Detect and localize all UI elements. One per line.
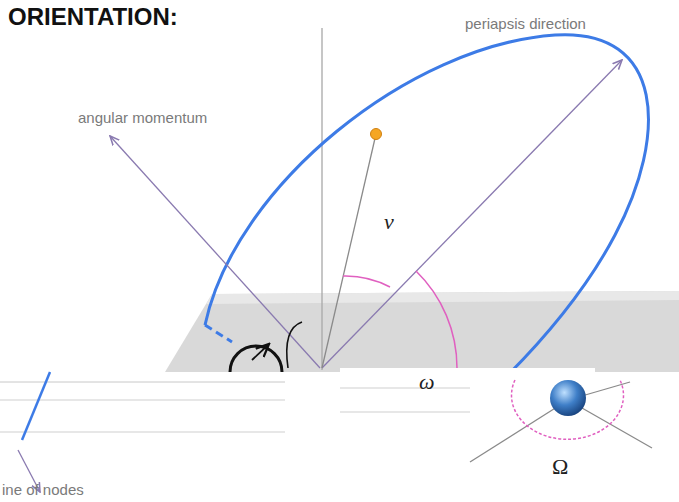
plane-line [0,382,285,383]
axis-label: ine of nodes [2,482,84,499]
inclination-arc [287,322,302,368]
periapsis-vector [322,60,622,368]
angular-momentum-vector [110,136,320,368]
node-circle [230,346,282,372]
earth-globe [550,380,586,416]
axis-label: periapsis direction [465,16,586,33]
radius-line [322,134,376,368]
white-patch [340,368,595,430]
plane-line [0,432,285,433]
orbit-hidden-part [205,325,232,342]
plane-line [340,412,470,413]
reference-plane [165,291,679,372]
plane-line [0,400,285,401]
angle-label: ω [419,370,435,394]
vertical-axis [321,28,322,370]
reference-line [470,400,568,462]
axis-label: angular momentum [78,110,207,127]
true-anomaly-arc [343,276,390,287]
node-longitude-arc [512,380,624,439]
diagram-title: ORIENTATION: [8,4,178,30]
plane-line [340,388,470,389]
angle-label: Ω [552,455,568,479]
white-patch [0,372,290,502]
orbit-ellipse [205,35,648,378]
angle-label: ν [384,210,394,234]
argument-periapsis-arc [416,271,457,368]
orbit-ellipse-part [22,372,50,440]
plane-edge [206,291,679,304]
satellite-dot [371,129,382,140]
